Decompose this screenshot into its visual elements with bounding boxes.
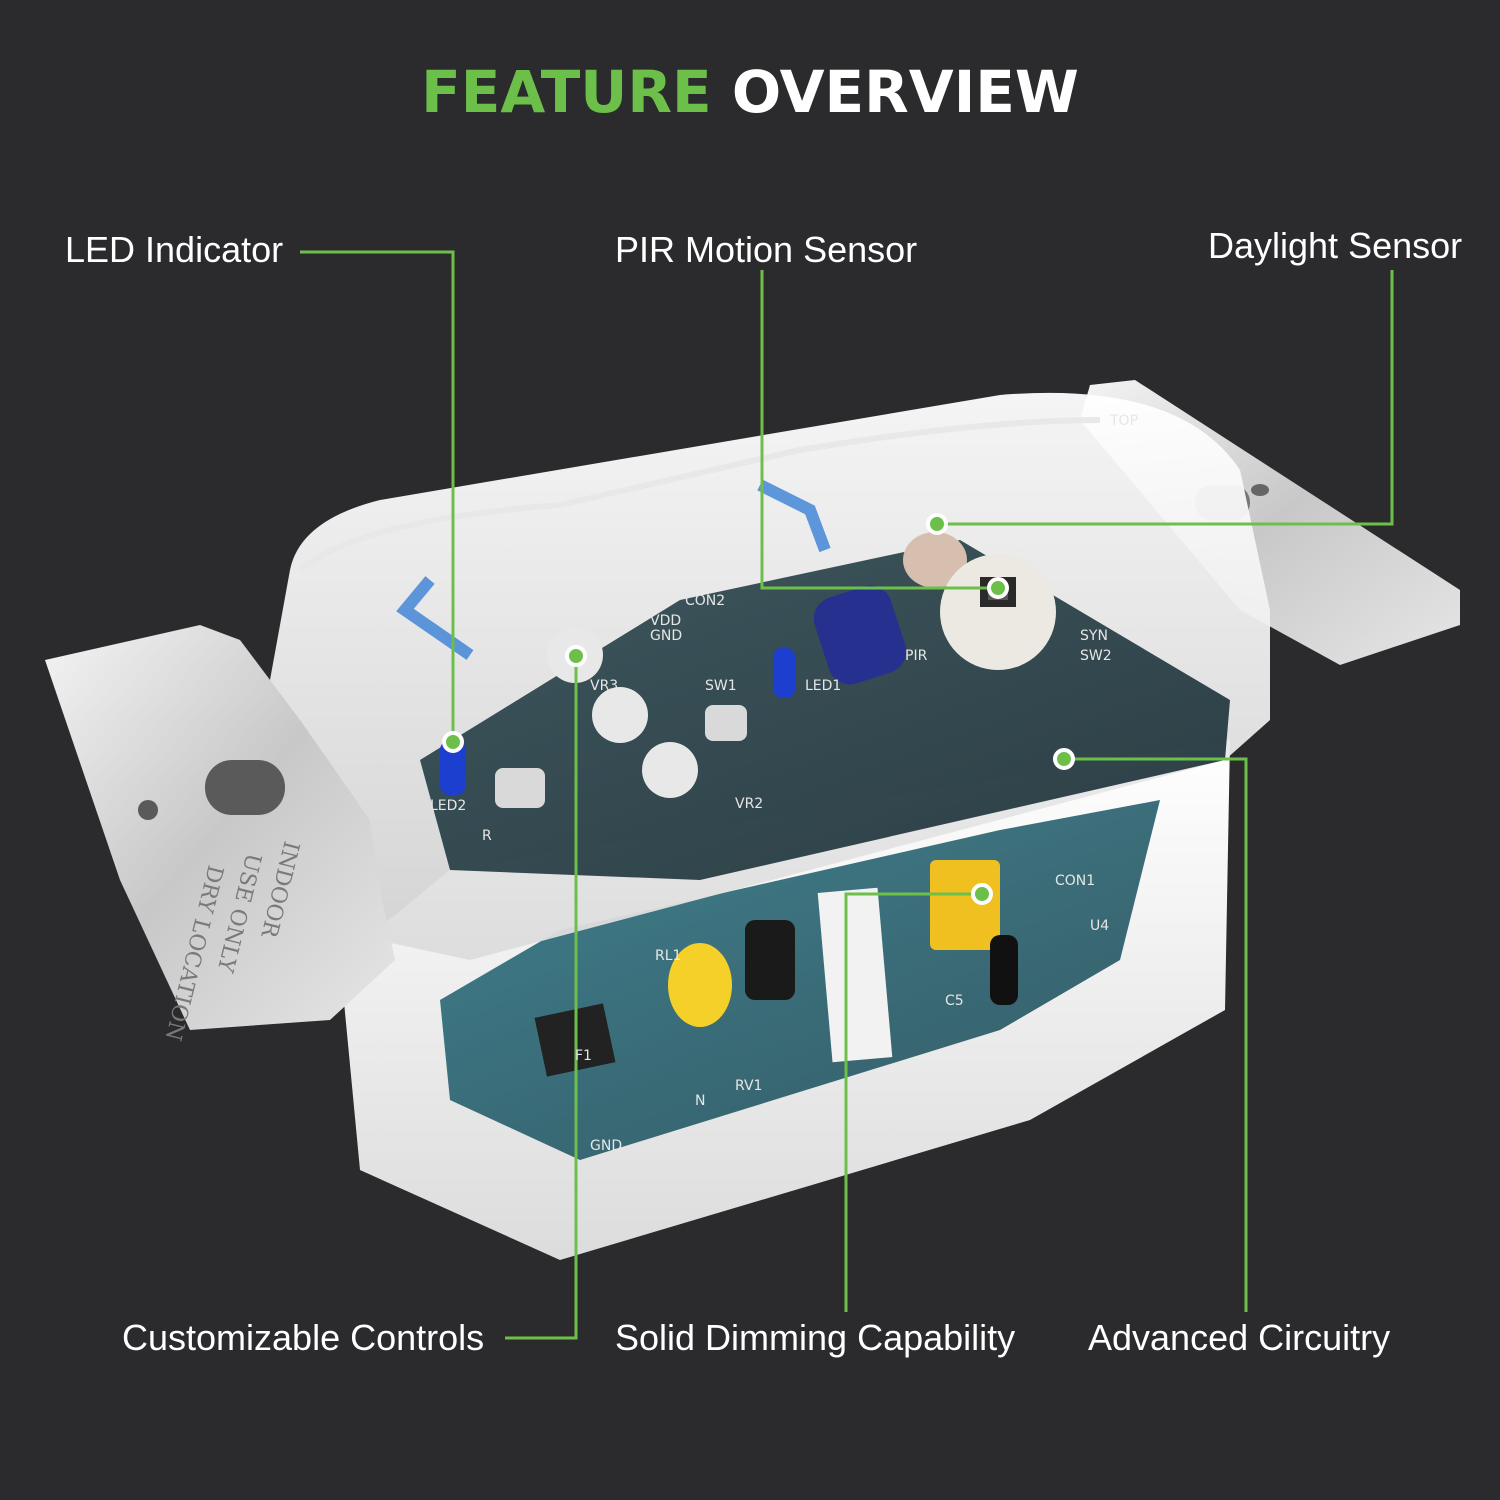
- callout-dot-led: [442, 731, 464, 753]
- pcb-silkscreen-label: SW2: [1080, 648, 1112, 664]
- mounting-hole: [138, 800, 158, 820]
- pcb-silkscreen-label: VR2: [735, 796, 763, 812]
- pcb-silkscreen-label: CON2: [685, 593, 725, 609]
- pcb-silkscreen-label: SYN: [1080, 628, 1108, 644]
- pcb-silkscreen-label: LED2: [430, 798, 466, 814]
- pcb-silkscreen-label: R: [482, 828, 492, 844]
- pcb-silkscreen-label: GND: [590, 1138, 622, 1154]
- callout-line-controls: [505, 656, 578, 1340]
- callout-line-daylight: [937, 270, 1394, 526]
- callout-label-daylight-sensor: Daylight Sensor: [1208, 225, 1463, 266]
- pcb-silkscreen-label: SW1: [705, 678, 737, 694]
- callout-line-pir: [760, 270, 998, 590]
- callout-label-advanced-circuitry: Advanced Circuitry: [1088, 1317, 1391, 1358]
- callout-dot-pir: [987, 577, 1009, 599]
- callout-label-led-indicator: LED Indicator: [65, 229, 284, 270]
- title-overview: OVERVIEW: [731, 58, 1079, 126]
- callout-label-solid-dimming: Solid Dimming Capability: [615, 1317, 1016, 1358]
- pcb-silkscreen-label: VR3: [590, 678, 618, 694]
- pcb-silkscreen-label: TOP: [1109, 413, 1138, 429]
- pcb-silkscreen-label: PIR: [905, 648, 928, 664]
- callout-line-dimming: [844, 892, 982, 1312]
- pcb-silkscreen-label: C5: [945, 993, 964, 1009]
- callout-dot-daylight: [926, 513, 948, 535]
- mounting-hole: [1251, 484, 1269, 496]
- pcb-silkscreen-label: U4: [1090, 918, 1109, 934]
- pcb-silkscreen-label: CON1: [1055, 873, 1095, 889]
- callout-label-customizable-controls: Customizable Controls: [122, 1317, 485, 1358]
- pcb-components: [440, 532, 1056, 808]
- callout-dot-circuitry: [1053, 748, 1075, 770]
- callout-line-led: [300, 250, 455, 742]
- mounting-slot: [205, 760, 285, 815]
- blue-chevron-left: [396, 576, 474, 660]
- pcb-silkscreen-label: GND: [650, 628, 682, 644]
- callout-label-pir-motion-sensor: PIR Motion Sensor: [615, 229, 918, 270]
- pcb-silkscreen-label: RV1: [735, 1078, 762, 1094]
- callout-line-circuitry: [1064, 757, 1248, 1312]
- callout-dot-controls: [565, 645, 587, 667]
- pcb-silkscreen-label: VDD: [650, 613, 681, 629]
- blue-chevron-right: [757, 479, 831, 553]
- pcb-silkscreen-label: N: [695, 1093, 705, 1109]
- callout-lines: [300, 250, 1394, 1340]
- pcb-silkscreen-label: RL1: [655, 948, 681, 964]
- page-title: FEATURE OVERVIEW: [0, 58, 1500, 126]
- title-feature: FEATURE: [421, 58, 712, 126]
- left-mounting-plate: [45, 625, 395, 1030]
- callout-dot-dimming: [971, 883, 993, 905]
- pcb-silkscreen-label: F1: [575, 1048, 592, 1064]
- pcb-silkscreen-label: LED1: [805, 678, 841, 694]
